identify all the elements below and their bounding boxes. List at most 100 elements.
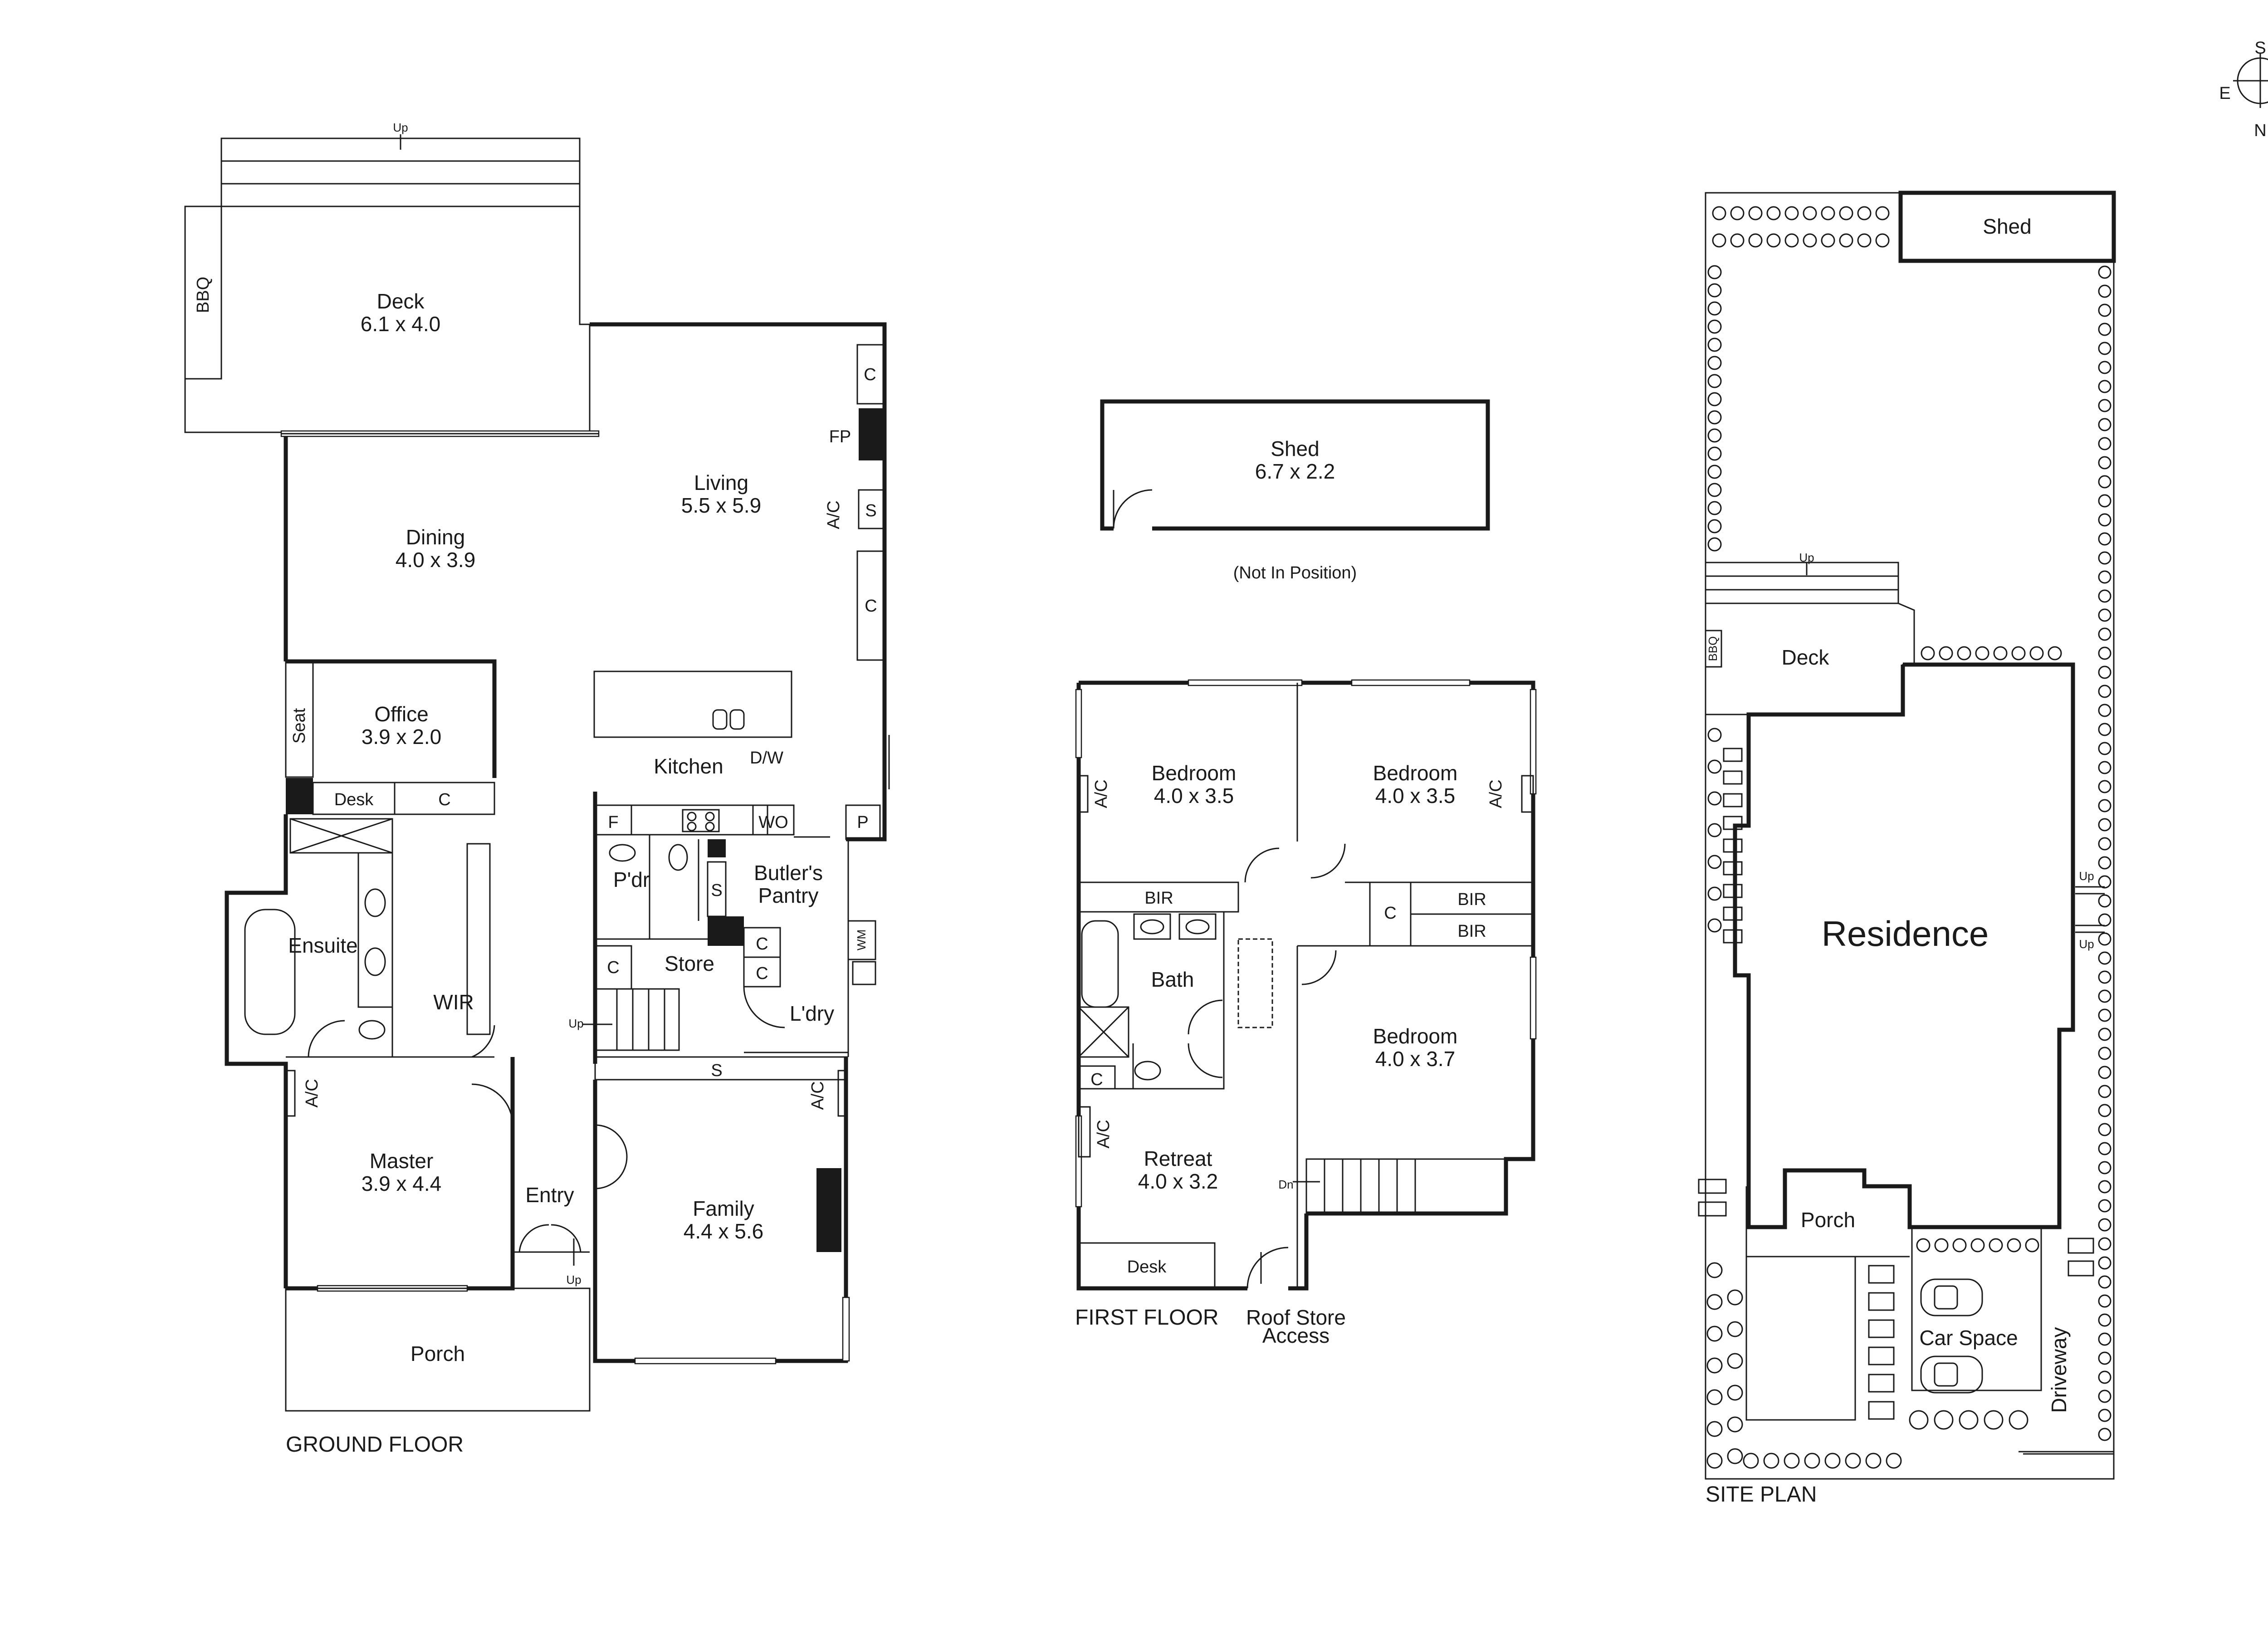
paver [2068, 1238, 2094, 1254]
tree-icon [1784, 233, 1799, 248]
tree-icon [1707, 886, 1722, 901]
site-porch-label: Porch [1801, 1208, 1855, 1232]
tree-icon [2098, 761, 2112, 774]
tree-icon [1821, 233, 1835, 248]
tree-icon [2098, 1370, 2112, 1384]
tree-icon [1730, 233, 1745, 248]
living-ac: A/C [824, 500, 843, 529]
tree-icon [2098, 1142, 2112, 1155]
bath-c: C [1090, 1070, 1103, 1089]
tree-icon [1707, 265, 1722, 279]
tree-icon [1804, 1453, 1820, 1469]
tree-icon [2098, 1294, 2112, 1308]
tree-icon [1707, 319, 1722, 334]
bath-name: Bath [1151, 968, 1194, 991]
family-name: Family [693, 1197, 754, 1220]
living-c1: C [864, 365, 876, 384]
tree-icon [1727, 1448, 1743, 1464]
tree-icon [2098, 265, 2112, 279]
tree-icon [2098, 1390, 2112, 1403]
tree-icon [1707, 446, 1722, 461]
tree-icon [1763, 1453, 1779, 1469]
shed-name: Shed [1271, 437, 1319, 460]
tree-icon [1957, 646, 1971, 661]
tree-icon [2098, 1123, 2112, 1136]
tree-icon [2098, 723, 2112, 736]
tree-icon [2098, 875, 2112, 889]
pdr-name: P'dr [613, 868, 650, 891]
tree-icon [1712, 206, 1726, 220]
tree-icon [1706, 1294, 1723, 1310]
tree-icon [1730, 206, 1745, 220]
tree-icon [1707, 823, 1722, 837]
tree-icon [1707, 465, 1722, 479]
bedroom1-size: 4.0 x 3.5 [1154, 784, 1234, 807]
stairs-up-label: Up [568, 1017, 583, 1030]
site-deck-label: Deck [1782, 646, 1830, 669]
tree-icon [2098, 1085, 2112, 1098]
tree-icon [1707, 301, 1722, 316]
shed-size: 6.7 x 2.2 [1255, 460, 1335, 483]
tree-icon [1727, 1416, 1743, 1433]
tree-icon [1706, 1453, 1723, 1469]
shed-plan: Shed 6.7 x 2.2 (Not In Position) [1100, 399, 1490, 582]
tree-icon [1743, 1453, 1759, 1469]
tree-icon [2098, 303, 2112, 317]
tree-icon [1803, 206, 1817, 220]
tree-icon [1975, 646, 1989, 661]
tree-icon [2098, 399, 2112, 412]
tree-icon [1857, 233, 1872, 248]
retreat-size: 4.0 x 3.2 [1138, 1169, 1218, 1193]
tree-icon [2098, 1409, 2112, 1422]
driveway-label: Driveway [2047, 1327, 2071, 1413]
paver [1723, 793, 1743, 807]
laundry-name: L'dry [790, 1002, 834, 1025]
paver [1723, 884, 1743, 898]
deck-up-label: Up [393, 121, 408, 134]
butlers-line2: Pantry [758, 884, 819, 907]
tree-icon [2098, 1028, 2112, 1041]
kitchen-dw: D/W [750, 749, 783, 768]
tree-icon [2098, 418, 2112, 431]
roof-store-line2: Access [1262, 1324, 1330, 1347]
tree-icon [1707, 791, 1722, 806]
paver [1868, 1319, 1895, 1338]
bath-shower [1078, 1006, 1129, 1058]
tree-icon [2011, 646, 2026, 661]
paver [1723, 838, 1743, 853]
butlers-s: S [711, 881, 722, 900]
tree-icon [2098, 799, 2112, 812]
tree-icon [1727, 1385, 1743, 1401]
tree-icon [2098, 361, 2112, 374]
compass-s: S [2254, 39, 2266, 58]
tree-icon [2098, 742, 2112, 755]
tree-icon [2098, 894, 2112, 908]
compass-icon: S W E N [2219, 39, 2268, 140]
tree-icon [2098, 1008, 2112, 1022]
tree-icon [2098, 494, 2112, 508]
tree-icon [1784, 1453, 1800, 1469]
entry-name: Entry [525, 1183, 574, 1207]
tree-icon [2098, 685, 2112, 698]
tree-icon [2098, 608, 2112, 622]
kitchen-wo: WO [758, 813, 788, 832]
store-c: C [607, 958, 619, 977]
stairs-down [1305, 1158, 1507, 1214]
entry-up: Up [566, 1273, 581, 1287]
porch [285, 1287, 591, 1412]
tree-icon [2029, 646, 2044, 661]
porch-name: Porch [411, 1342, 465, 1365]
retreat-desk: Desk [1127, 1257, 1167, 1277]
paver [2068, 1260, 2094, 1277]
tree-icon [2098, 1180, 2112, 1194]
tree-icon [2098, 1066, 2112, 1079]
tree-icon [2098, 284, 2112, 298]
butlers-c1: C [756, 935, 768, 954]
tree-icon [1706, 1421, 1723, 1437]
tree-icon [1921, 646, 1935, 661]
tree-icon [1707, 519, 1722, 533]
tree-icon [2098, 780, 2112, 793]
tree-icon [1875, 233, 1890, 248]
laundry-wm: WM [855, 930, 868, 950]
